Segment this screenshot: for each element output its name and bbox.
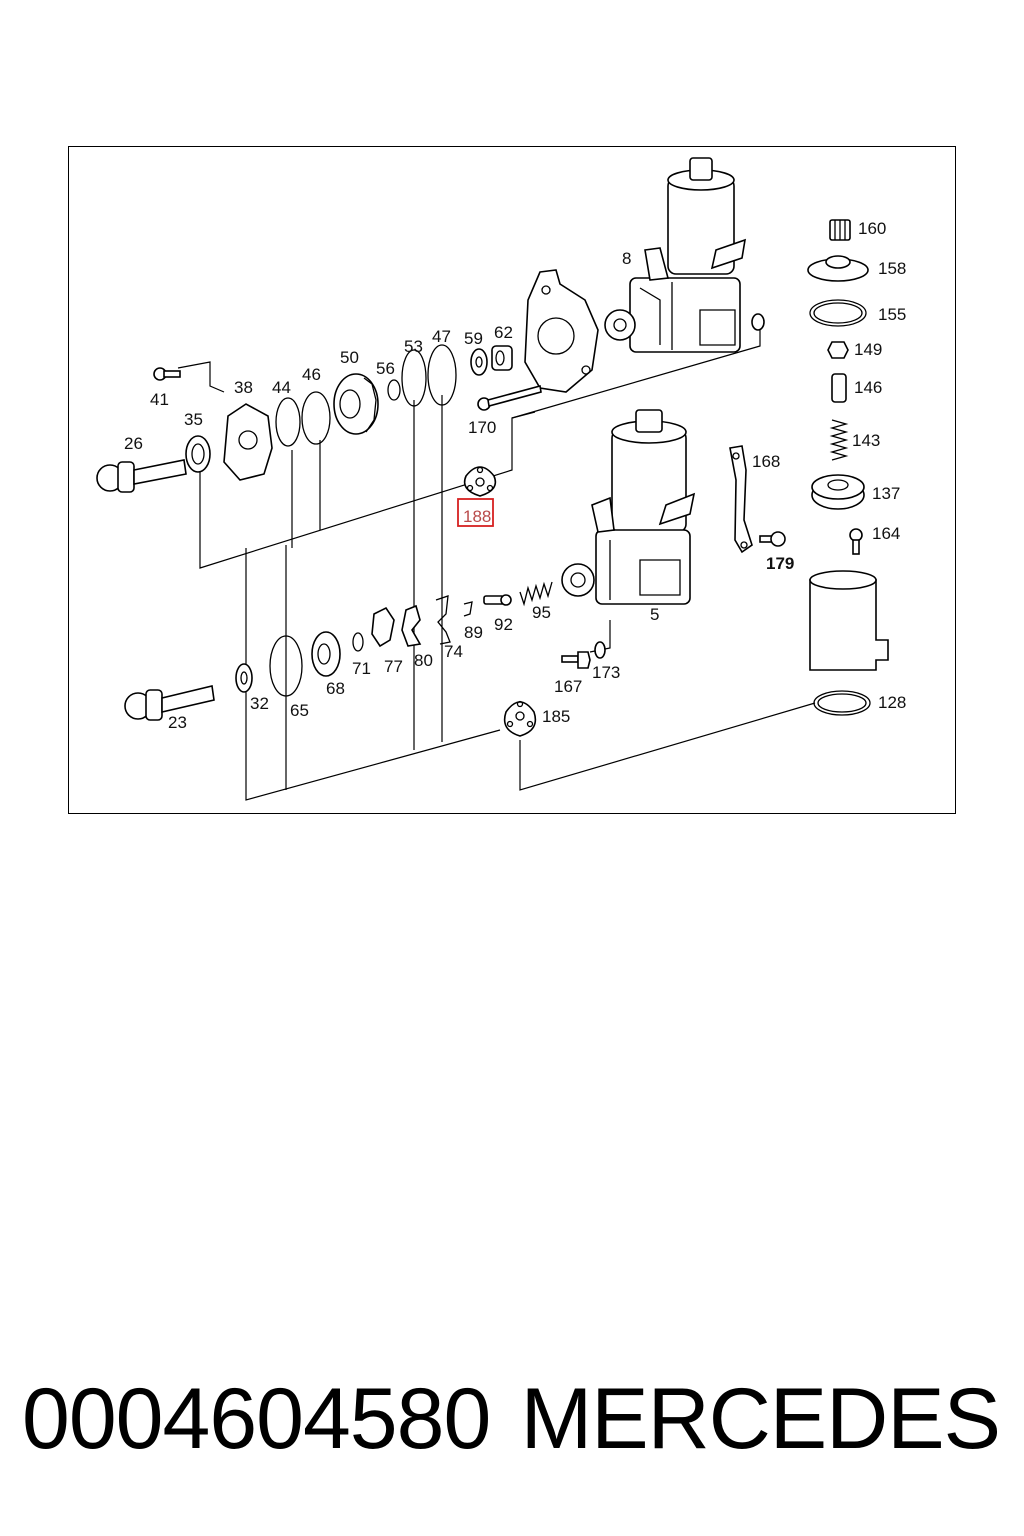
power-steering-pump-lower	[561, 409, 696, 605]
label-146: 146	[854, 378, 882, 397]
label-137: 137	[872, 484, 900, 503]
diagram-frame	[68, 146, 956, 814]
label-158: 158	[878, 259, 906, 278]
label-53: 53	[404, 337, 423, 356]
label-65: 65	[290, 701, 309, 720]
highlight-box-188	[457, 498, 494, 527]
lower-row-parts	[124, 581, 606, 737]
label-62: 62	[494, 323, 513, 342]
label-80: 80	[414, 651, 433, 670]
label-56: 56	[376, 359, 395, 378]
label-38: 38	[234, 378, 253, 397]
label-143: 143	[852, 431, 880, 450]
label-8: 8	[622, 249, 631, 268]
label-32: 32	[250, 694, 269, 713]
label-128: 128	[878, 693, 906, 712]
label-179: 179	[766, 554, 794, 573]
brand-name: MERCEDES	[520, 1371, 1001, 1467]
label-92: 92	[494, 615, 513, 634]
label-35: 35	[184, 410, 203, 429]
label-160: 160	[858, 219, 886, 238]
label-173: 173	[592, 663, 620, 682]
label-155: 155	[878, 305, 906, 324]
label-185: 185	[542, 707, 570, 726]
label-74: 74	[444, 642, 463, 661]
label-59: 59	[464, 329, 483, 348]
label-41: 41	[150, 390, 169, 409]
label-23: 23	[168, 713, 187, 732]
cover-plate	[524, 269, 599, 393]
leader-lines	[177, 330, 816, 801]
reference-labels: 8 160 158 155 149 146 143 137 164 168 17…	[124, 219, 906, 732]
label-68: 68	[326, 679, 345, 698]
label-71: 71	[352, 659, 371, 678]
bracket-and-bolt	[729, 445, 786, 554]
upper-row-parts	[96, 344, 542, 497]
label-167: 167	[554, 677, 582, 696]
power-steering-pump-top	[604, 157, 765, 353]
label-50: 50	[340, 348, 359, 367]
label-26: 26	[124, 434, 143, 453]
label-95: 95	[532, 603, 551, 622]
label-47: 47	[432, 327, 451, 346]
label-170: 170	[468, 418, 496, 437]
label-168: 168	[752, 452, 780, 471]
label-5: 5	[650, 605, 659, 624]
label-44: 44	[272, 378, 291, 397]
footer: 0004604580 MERCEDES	[0, 1370, 1024, 1470]
label-46: 46	[302, 365, 321, 384]
part-number: 0004604580	[22, 1371, 491, 1467]
right-column-parts	[807, 219, 889, 716]
label-89: 89	[464, 623, 483, 642]
label-188: 188	[463, 507, 491, 526]
label-164: 164	[872, 524, 900, 543]
label-149: 149	[854, 340, 882, 359]
label-77: 77	[384, 657, 403, 676]
